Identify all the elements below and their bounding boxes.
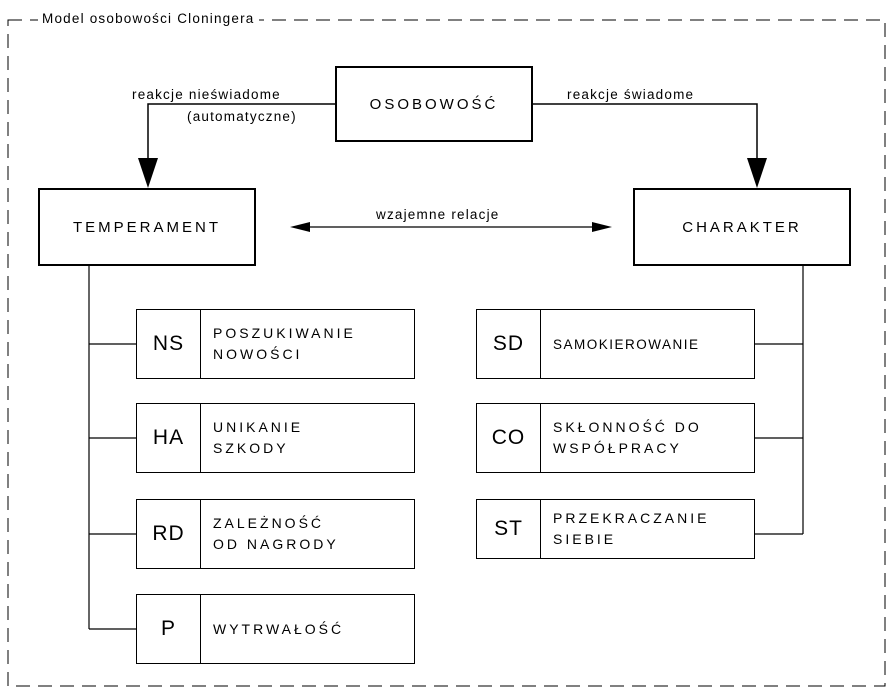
edge-label-conscious: reakcje świadome — [567, 87, 695, 102]
trait-rd: RD ZALEŻNOŚĆ OD NAGRODY — [136, 499, 415, 569]
trait-name: SAMOKIEROWANIE — [553, 336, 700, 352]
trait-sd: SD SAMOKIEROWANIE — [476, 309, 755, 379]
trait-name: POSZUKIWANIE NOWOŚCI — [213, 325, 356, 362]
edge-label-unconscious: reakcje nieświadome — [132, 87, 281, 102]
trait-p: P WYTRWAŁOŚĆ — [136, 594, 415, 664]
trait-name: ZALEŻNOŚĆ OD NAGRODY — [213, 515, 339, 552]
edge-root-temperament — [147, 103, 335, 160]
trait-ns: NS POSZUKIWANIE NOWOŚCI — [136, 309, 415, 379]
node-temperament: TEMPERAMENT — [38, 188, 256, 266]
frame-title: Model osobowości Cloningera — [38, 11, 259, 26]
edge-label-automatic: (automatyczne) — [187, 109, 297, 124]
trait-code: RD — [137, 500, 201, 568]
trait-name: WYTRWAŁOŚĆ — [213, 620, 345, 637]
arrowhead-mutual-left — [290, 222, 310, 232]
trait-code: ST — [477, 500, 541, 558]
edge-label-mutual: wzajemne relacje — [376, 207, 500, 222]
edge-root-charakter — [533, 103, 758, 160]
outer-frame — [7, 19, 886, 687]
trait-name: SKŁONNOŚĆ DO WSPÓŁPRACY — [553, 419, 702, 456]
trait-co: CO SKŁONNOŚĆ DO WSPÓŁPRACY — [476, 403, 755, 473]
node-charakter: CHARAKTER — [633, 188, 851, 266]
trait-name: UNIKANIE SZKODY — [213, 419, 304, 456]
trait-code: SD — [477, 310, 541, 378]
trait-name: PRZEKRACZANIE SIEBIE — [553, 510, 710, 547]
node-osobowosc: OSOBOWOŚĆ — [335, 66, 533, 142]
trait-code: P — [137, 595, 201, 663]
arrowhead-temperament — [138, 158, 158, 188]
trait-ha: HA UNIKANIE SZKODY — [136, 403, 415, 473]
trait-code: HA — [137, 404, 201, 472]
arrowhead-mutual-right — [592, 222, 612, 232]
trait-code: NS — [137, 310, 201, 378]
arrowhead-charakter — [747, 158, 767, 188]
trait-code: CO — [477, 404, 541, 472]
trait-st: ST PRZEKRACZANIE SIEBIE — [476, 499, 755, 559]
